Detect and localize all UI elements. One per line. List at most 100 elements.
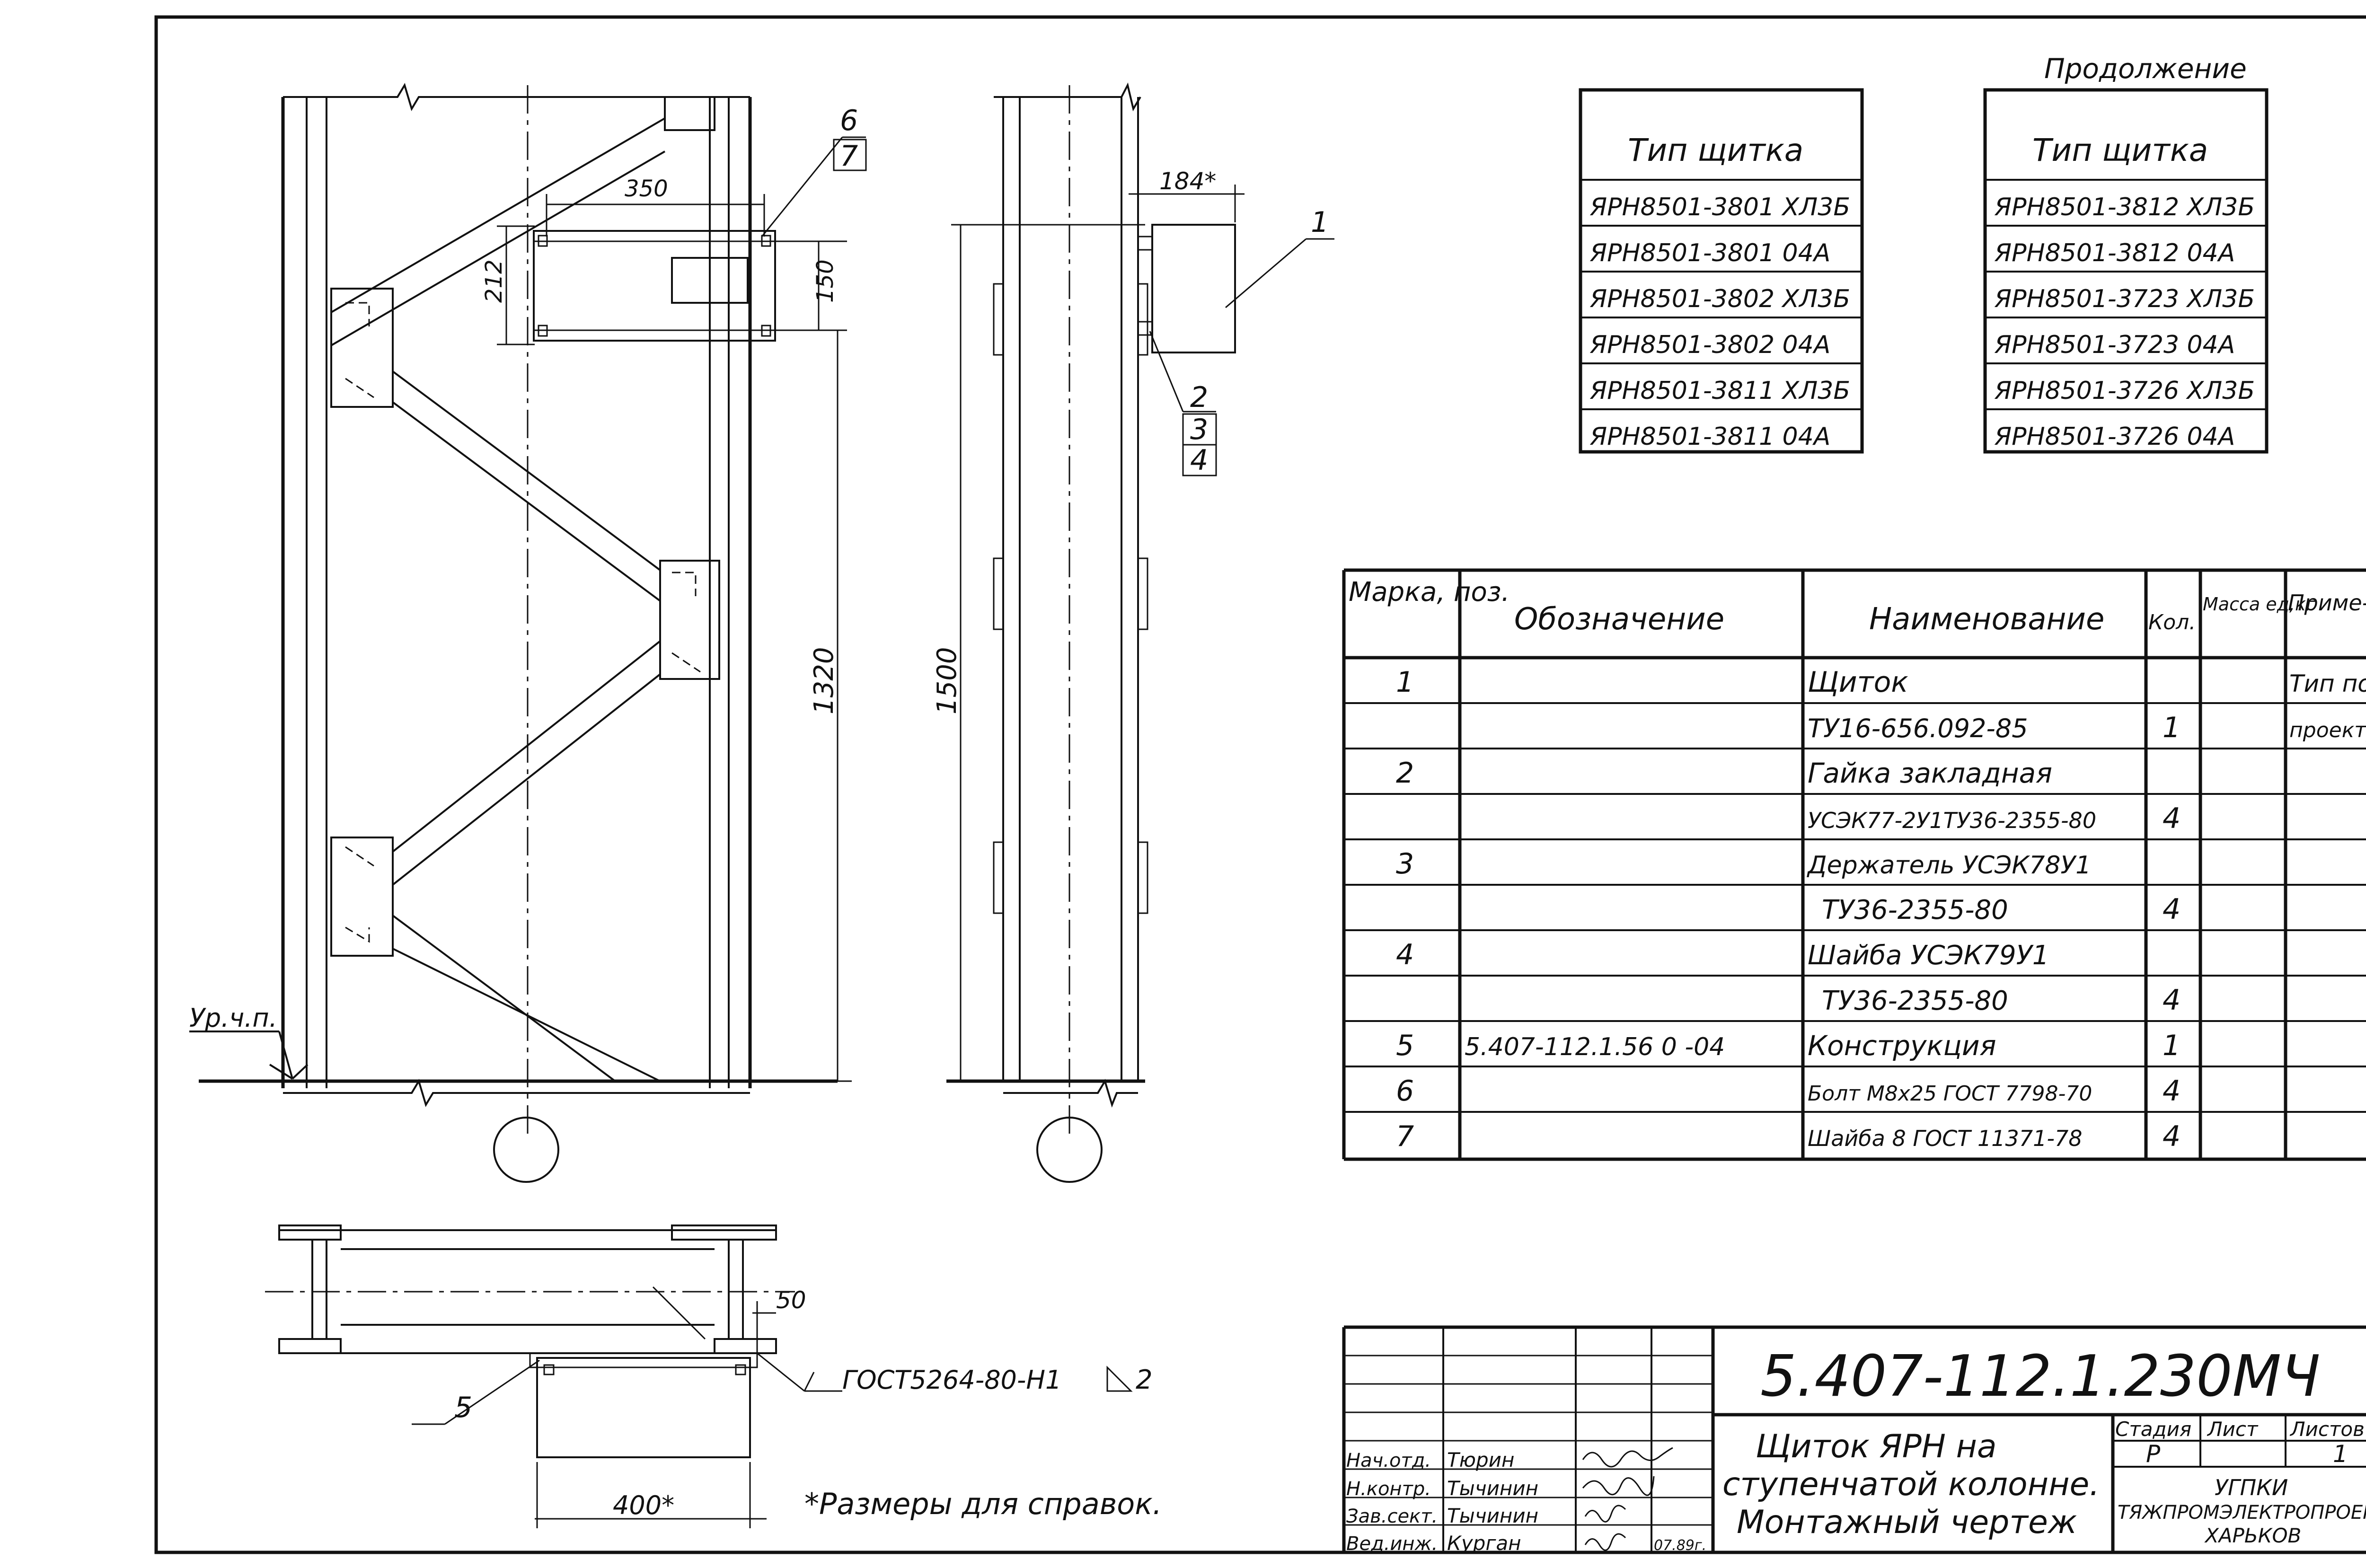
panel-front <box>533 230 776 342</box>
callout-4: 4 <box>1190 444 1208 477</box>
name-2: Тычинин <box>1447 1477 1538 1500</box>
name-3: Тычинин <box>1447 1504 1538 1527</box>
spec-row-7-mark: 4 <box>1396 938 1414 971</box>
panel-type-right-3: ЯРН8501-3723 ХЛ3Б <box>1994 285 2255 313</box>
name-1: Тюрин <box>1447 1448 1514 1471</box>
spec-row-3-mark: 2 <box>1396 757 1414 790</box>
callout-5: 5 <box>454 1391 472 1424</box>
spec-row-8-name: ТУ36-2355-80 <box>1822 986 2008 1016</box>
title-line-2: ступенчатой колонне. <box>1722 1466 2100 1503</box>
drawing-number: 5.407-112.1.230МЧ <box>1760 1344 2320 1409</box>
plan-view <box>265 1224 1133 1528</box>
dim-50: 50 <box>776 1286 806 1314</box>
panel-side <box>1151 224 1236 353</box>
spec-row-2-note: проекту <box>2289 718 2366 742</box>
spec-row-10-mark: 6 <box>1396 1075 1414 1108</box>
stage-value: Р <box>2146 1440 2161 1468</box>
spec-row-11-name: Шайба 8 ГОСТ 11371-78 <box>1808 1126 2082 1151</box>
front-view <box>189 83 867 1183</box>
spec-row-8-qty: 4 <box>2163 984 2181 1017</box>
panel-window <box>671 257 749 304</box>
callout-6: 6 <box>840 104 858 137</box>
panel-type-left-6: ЯРН8501-3811 04А <box>1589 423 1830 451</box>
spec-header-qty: Кол. <box>2148 610 2196 634</box>
role-4: Вед.инж. <box>1346 1533 1438 1555</box>
spec-header-name: Наименование <box>1869 602 2104 637</box>
dim-350: 350 <box>625 176 668 202</box>
panel-plan <box>536 1357 751 1458</box>
spec-row-11-mark: 7 <box>1396 1120 1414 1153</box>
spec-row-2-name: ТУ16-656.092-85 <box>1808 714 2028 743</box>
callout-7: 7 <box>840 140 858 173</box>
org-line-2: ТЯЖПРОМЭЛЕКТРОПРОЕКТ <box>2118 1502 2366 1524</box>
spec-header-mass: Масса ед,кг <box>2203 594 2316 615</box>
callout-3: 3 <box>1190 413 1208 446</box>
spec-row-4-qty: 4 <box>2163 802 2181 835</box>
panel-type-left-1: ЯРН8501-3801 ХЛ3Б <box>1589 193 1850 221</box>
sheet-label: Лист <box>2207 1418 2259 1441</box>
spec-row-5-name: Держатель УСЭК78У1 <box>1807 851 2091 880</box>
dim-1500: 1500 <box>932 647 962 714</box>
title-line-1: Щиток ЯРН на <box>1756 1428 1997 1465</box>
panel-type-right-6: ЯРН8501-3726 04А <box>1994 423 2235 451</box>
org-line-3: ХАРЬКОВ <box>2204 1524 2301 1547</box>
panel-types-right-header: Тип щитка <box>2032 132 2208 168</box>
spec-row-6-qty: 4 <box>2163 893 2181 926</box>
side-view <box>946 82 1334 1183</box>
panel-types-left-table <box>1579 88 1864 454</box>
callout-2: 2 <box>1190 381 1208 414</box>
sheets-label: Листов <box>2289 1418 2365 1441</box>
spec-header-mark-text: Марка, поз. <box>1349 577 1510 608</box>
dim-212: 212 <box>481 259 507 303</box>
dim-400: 400* <box>613 1490 674 1520</box>
spec-header-mark: Марка, поз. <box>1349 577 1510 608</box>
spec-row-10-qty: 4 <box>2163 1075 2181 1108</box>
spec-row-6-name: ТУ36-2355-80 <box>1822 895 2008 925</box>
spec-header-note: Приме- чание <box>2288 590 2366 616</box>
spec-row-2-qty: 1 <box>2163 711 2181 744</box>
spec-table-grid <box>1342 568 2366 1161</box>
dim-184: 184* <box>1159 167 1216 195</box>
spec-row-9-designation: 5.407-112.1.56 0 -04 <box>1465 1033 1725 1061</box>
reference-note: *Размеры для справок. <box>804 1487 1162 1521</box>
signatures <box>1582 1447 1673 1551</box>
stage-label: Стадия <box>2115 1418 2191 1441</box>
spec-row-9-name: Конструкция <box>1808 1030 1996 1062</box>
panel-type-left-2: ЯРН8501-3801 04А <box>1589 239 1830 267</box>
dim-150: 150 <box>812 259 839 303</box>
callout-1: 1 <box>1311 206 1329 239</box>
panel-types-left-header: Тип щитка <box>1628 132 1803 168</box>
continuation-label: Продолжение <box>2044 53 2247 85</box>
panel-type-left-3: ЯРН8501-3802 ХЛ3Б <box>1589 285 1850 313</box>
sign-date: 07.89г. <box>1654 1537 1706 1554</box>
title-line-3: Монтажный чертеж <box>1737 1504 2077 1541</box>
dim-1320: 1320 <box>809 647 839 714</box>
spec-header-designation: Обозначение <box>1514 602 1724 637</box>
spec-row-11-qty: 4 <box>2163 1120 2181 1153</box>
org-line-1: УГПКИ <box>2215 1475 2288 1500</box>
spec-row-1-mark: 1 <box>1396 666 1414 699</box>
panel-type-right-5: ЯРН8501-3726 ХЛ3Б <box>1994 377 2255 405</box>
role-2: Н.контр. <box>1346 1478 1431 1500</box>
spec-row-9-qty: 1 <box>2163 1029 2181 1062</box>
spec-row-4-name: УСЭК77-2У1ТУ36-2355-80 <box>1808 808 2096 833</box>
sheet-border <box>154 15 2366 1554</box>
spec-row-1-name: Щиток <box>1808 666 1908 699</box>
panel-type-right-1: ЯРН8501-3812 ХЛ3Б <box>1994 193 2255 221</box>
panel-type-left-4: ЯРН8501-3802 04А <box>1589 331 1830 359</box>
floor-label: Ур.ч.п. <box>189 1003 277 1033</box>
weld-size: 2 <box>1136 1365 1153 1395</box>
name-4: Курган <box>1447 1532 1521 1555</box>
panel-type-right-4: ЯРН8501-3723 04А <box>1994 331 2235 359</box>
spec-row-9-mark: 5 <box>1396 1029 1414 1062</box>
role-3: Зав.сект. <box>1346 1506 1438 1527</box>
spec-row-10-name: Болт М8х25 ГОСТ 7798-70 <box>1808 1082 2092 1106</box>
spec-row-1-note: Тип по <box>2289 670 2366 697</box>
sheets-value: 1 <box>2333 1440 2348 1468</box>
weld-note: ГОСТ5264-80-Н1 <box>842 1365 1061 1395</box>
spec-row-3-name: Гайка закладная <box>1808 757 2052 789</box>
panel-type-right-2: ЯРН8501-3812 04А <box>1994 239 2235 267</box>
spec-row-5-mark: 3 <box>1396 847 1414 881</box>
panel-types-right-table <box>1983 88 2269 454</box>
